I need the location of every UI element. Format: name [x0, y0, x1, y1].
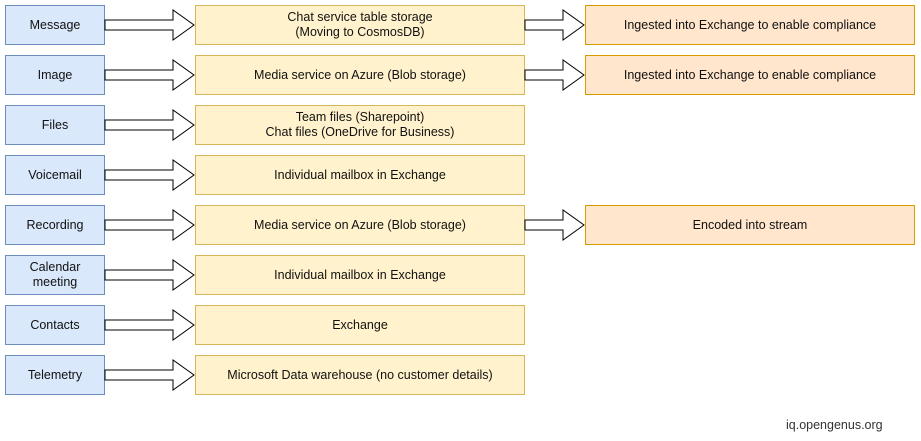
arrow-to-storage-recording-shape: [104, 209, 195, 241]
storage-box-contacts: Exchange: [195, 305, 525, 345]
arrow-to-destination-recording-shape: [524, 209, 585, 241]
storage-box-telemetry: Microsoft Data warehouse (no customer de…: [195, 355, 525, 395]
category-box-contacts: Contacts: [5, 305, 105, 345]
arrow-to-destination-message: [524, 9, 585, 41]
arrow-to-storage-contacts: [104, 309, 195, 341]
storage-box-files: Team files (Sharepoint) Chat files (OneD…: [195, 105, 525, 145]
storage-box-calendar-meeting: Individual mailbox in Exchange: [195, 255, 525, 295]
arrow-to-storage-image-shape: [104, 59, 195, 91]
arrow-to-storage-telemetry: [104, 359, 195, 391]
arrow-to-storage-contacts-shape: [104, 309, 195, 341]
category-box-voicemail: Voicemail: [5, 155, 105, 195]
arrow-to-destination-recording: [524, 209, 585, 241]
arrow-to-destination-image-shape: [524, 59, 585, 91]
storage-box-message: Chat service table storage (Moving to Co…: [195, 5, 525, 45]
category-box-files: Files: [5, 105, 105, 145]
arrow-to-destination-image: [524, 59, 585, 91]
arrow-to-storage-recording: [104, 209, 195, 241]
watermark: iq.opengenus.org: [786, 418, 883, 432]
arrow-to-storage-telemetry-shape: [104, 359, 195, 391]
arrow-to-storage-voicemail: [104, 159, 195, 191]
category-box-image: Image: [5, 55, 105, 95]
arrow-to-storage-calendar-meeting-shape: [104, 259, 195, 291]
category-box-calendar-meeting: Calendar meeting: [5, 255, 105, 295]
category-box-recording: Recording: [5, 205, 105, 245]
destination-box-image: Ingested into Exchange to enable complia…: [585, 55, 915, 95]
category-box-telemetry: Telemetry: [5, 355, 105, 395]
storage-box-recording: Media service on Azure (Blob storage): [195, 205, 525, 245]
arrow-to-storage-message: [104, 9, 195, 41]
arrow-to-storage-calendar-meeting: [104, 259, 195, 291]
arrow-to-storage-voicemail-shape: [104, 159, 195, 191]
arrow-to-storage-files-shape: [104, 109, 195, 141]
category-box-message: Message: [5, 5, 105, 45]
arrow-to-destination-message-shape: [524, 9, 585, 41]
arrow-to-storage-message-shape: [104, 9, 195, 41]
arrow-to-storage-image: [104, 59, 195, 91]
storage-box-image: Media service on Azure (Blob storage): [195, 55, 525, 95]
arrow-to-storage-files: [104, 109, 195, 141]
destination-box-recording: Encoded into stream: [585, 205, 915, 245]
destination-box-message: Ingested into Exchange to enable complia…: [585, 5, 915, 45]
storage-box-voicemail: Individual mailbox in Exchange: [195, 155, 525, 195]
